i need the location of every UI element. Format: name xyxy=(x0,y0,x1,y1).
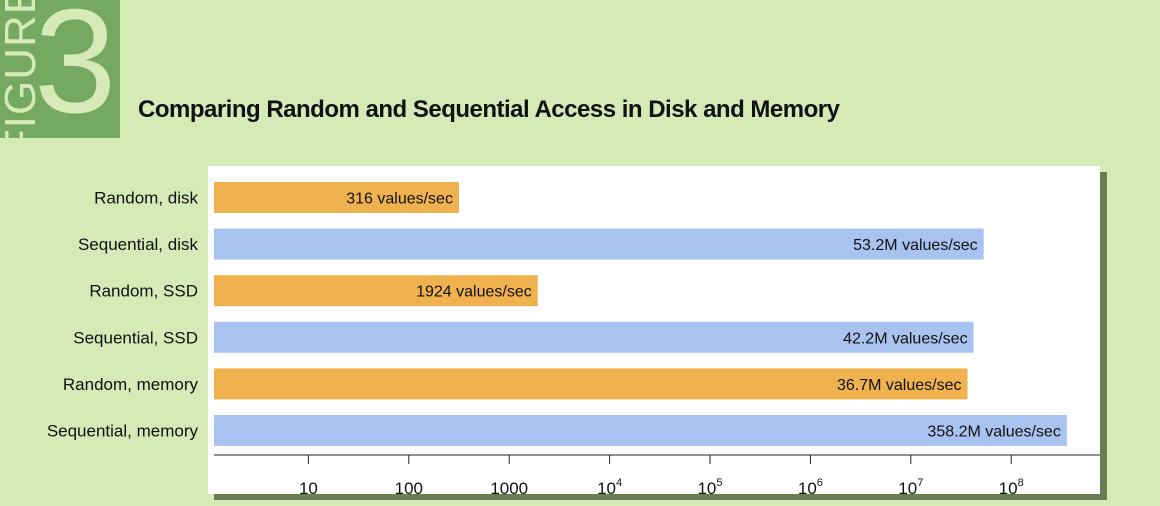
bar-value-label: 1924 values/sec xyxy=(416,284,532,301)
x-tick-label: 100 xyxy=(395,479,423,498)
bar xyxy=(214,182,459,213)
figure-badge: FIGURE 3 xyxy=(0,0,120,156)
category-label: Random, memory xyxy=(63,375,199,394)
category-label: Sequential, memory xyxy=(47,422,199,441)
bar-value-label: 36.7M values/sec xyxy=(837,377,962,394)
bar xyxy=(214,321,974,353)
figure-number: 3 xyxy=(34,0,117,144)
x-tick-label: 105 xyxy=(697,477,722,498)
bar xyxy=(214,228,984,260)
chart-title: Comparing Random and Sequential Access i… xyxy=(138,96,840,123)
bar xyxy=(214,368,968,400)
x-tick-label: 10 xyxy=(299,479,318,498)
category-label: Random, disk xyxy=(94,189,198,208)
category-label: Sequential, disk xyxy=(78,235,199,254)
bar-value-label: 316 values/sec xyxy=(346,191,453,208)
x-tick-label: 1000 xyxy=(490,479,528,498)
category-label: Sequential, SSD xyxy=(73,328,198,347)
x-tick-label: 106 xyxy=(798,477,823,498)
x-tick-label: 108 xyxy=(999,477,1024,498)
bar-value-label: 358.2M values/sec xyxy=(927,424,1060,441)
bar xyxy=(214,275,538,307)
bar-value-label: 42.2M values/sec xyxy=(843,330,968,347)
category-label: Random, SSD xyxy=(89,282,198,301)
x-tick-label: 104 xyxy=(597,477,622,498)
bar xyxy=(214,415,1067,446)
x-tick-label: 107 xyxy=(898,477,923,498)
bar-value-label: 53.2M values/sec xyxy=(853,237,978,254)
